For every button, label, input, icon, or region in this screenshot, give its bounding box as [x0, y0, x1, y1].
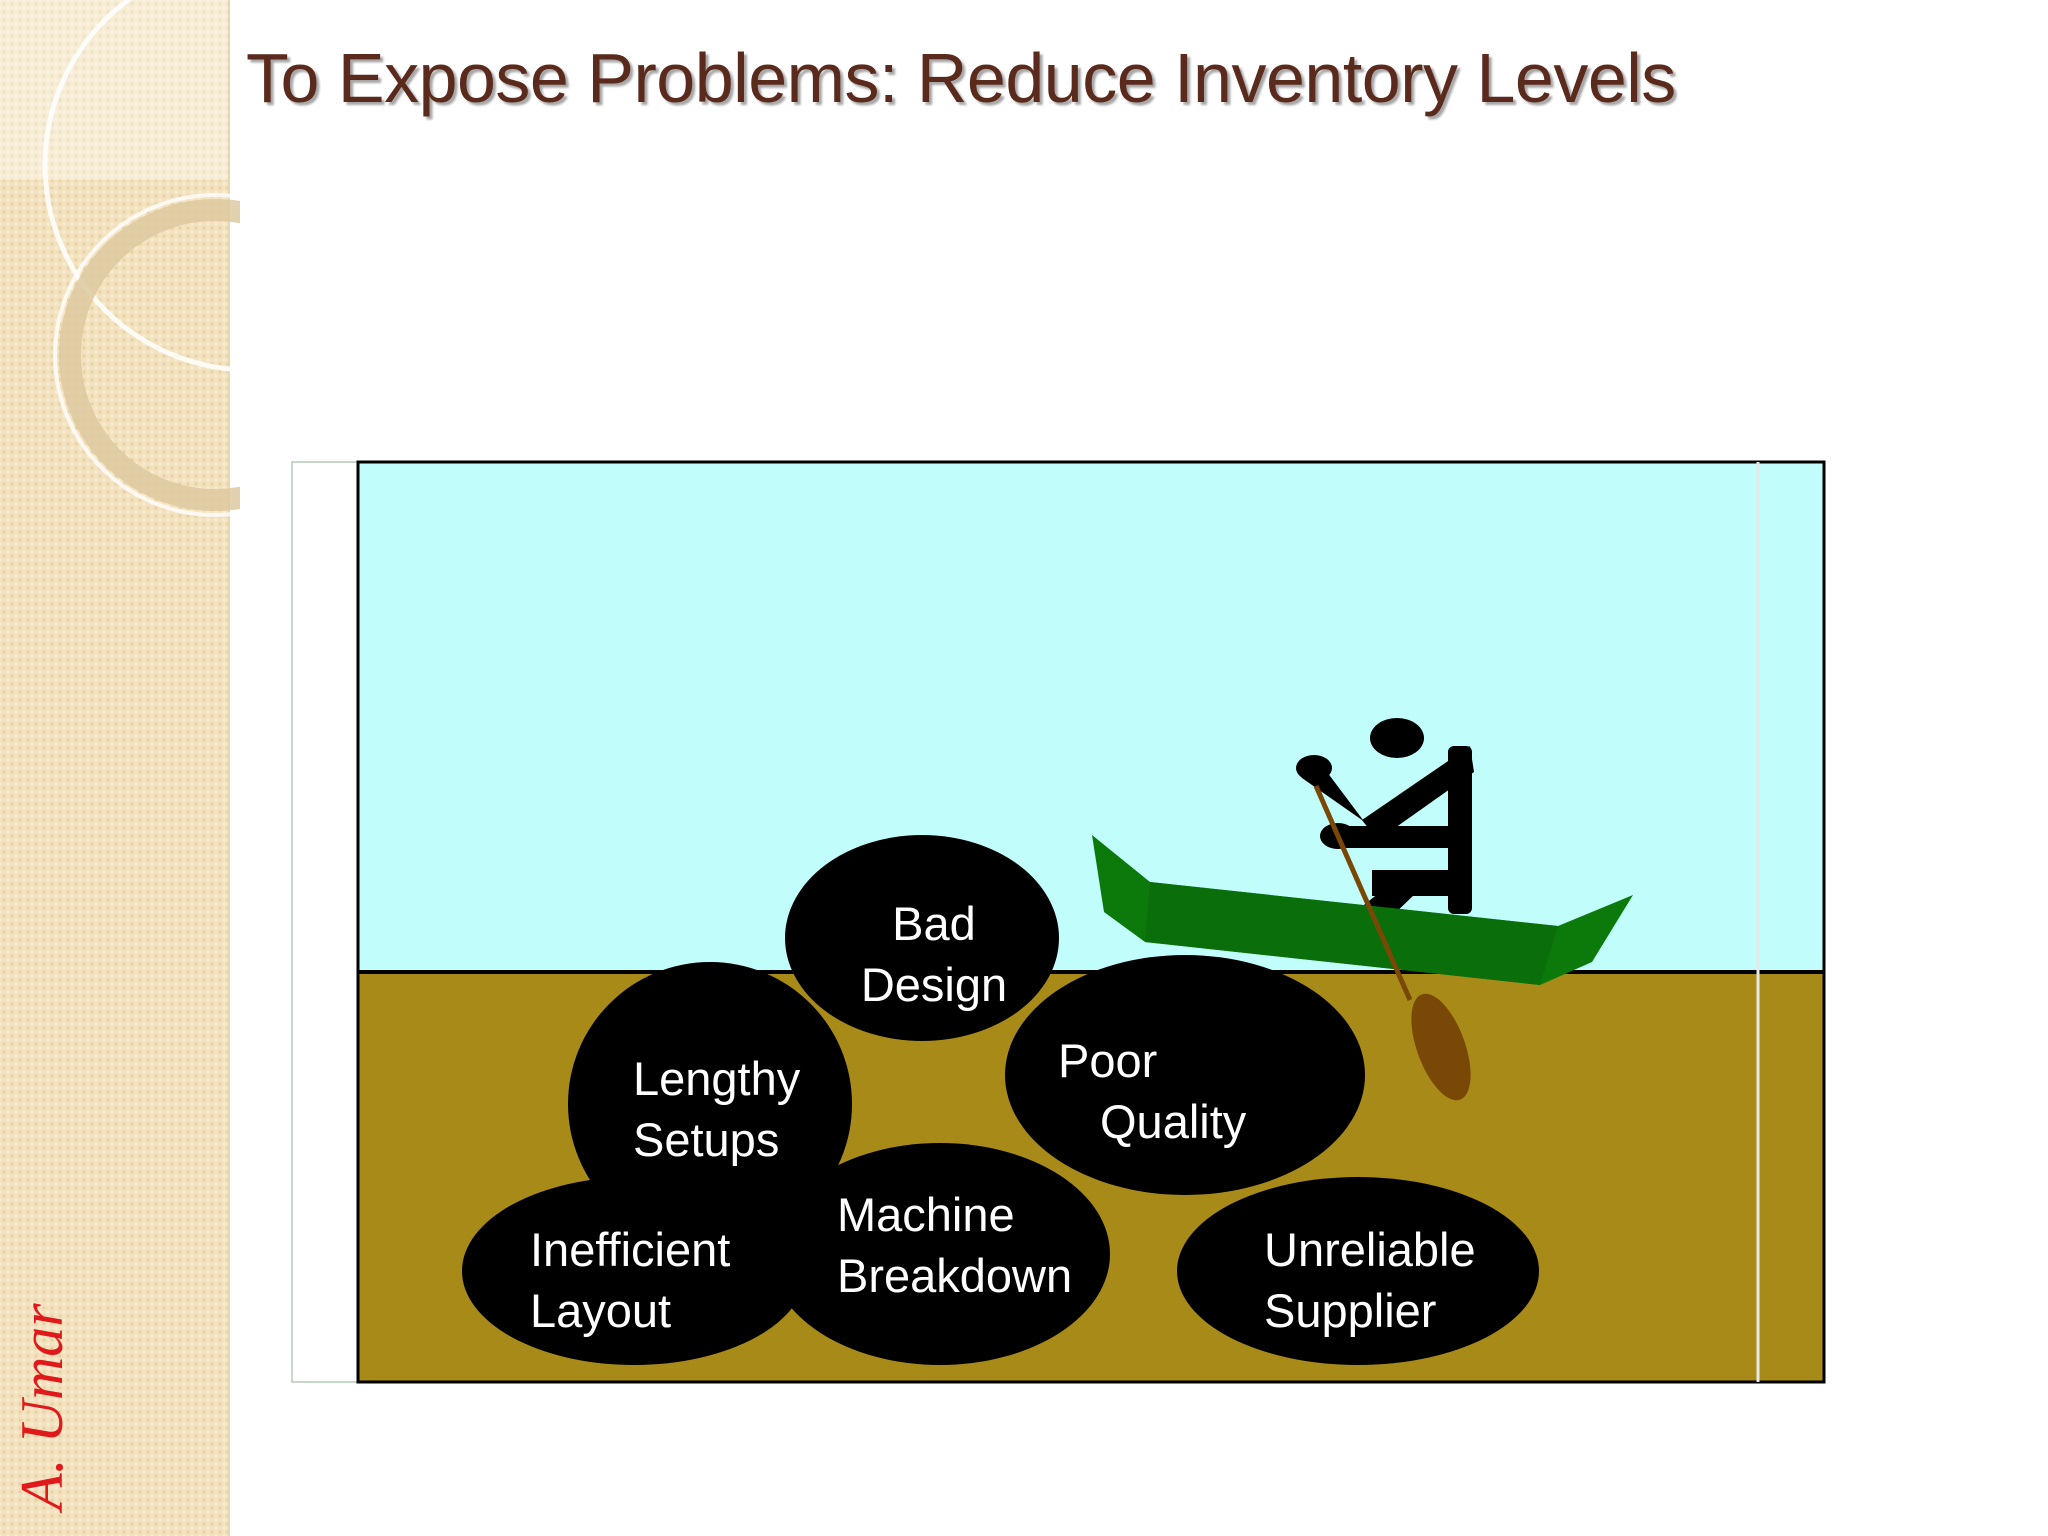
rower-upper-arm: [1362, 746, 1474, 840]
rock-label-line: Design: [861, 958, 1007, 1011]
rock-label-line: Bad: [892, 897, 976, 950]
rock-poor-quality: [1005, 955, 1365, 1195]
inner-ring-outline: [53, 193, 240, 517]
canoe-hull-shade: [1145, 882, 1558, 985]
diagram-frame: [356, 460, 1826, 1384]
rock-lengthy-setups: [568, 962, 852, 1246]
rower-head: [1370, 718, 1424, 758]
paddle-shaft: [1313, 784, 1413, 1002]
rock-inefficient-layout: [462, 1177, 806, 1365]
rock-label-line: Lengthy: [633, 1052, 801, 1105]
rock-label-line: Supplier: [1264, 1284, 1436, 1337]
side-band-highlight: [0, 0, 228, 180]
rower-hand-upper: [1296, 755, 1332, 781]
rower-figure: [1296, 718, 1474, 916]
slide-title: To Expose Problems: Reduce Inventory Lev…: [246, 39, 1676, 117]
decorative-rings: [42, 0, 240, 517]
rock-label-line: Quality: [1100, 1095, 1247, 1148]
rock-label-line: Layout: [530, 1284, 671, 1337]
rock-machine-breakdown: [770, 1143, 1110, 1365]
rock-label-line: Setups: [633, 1113, 779, 1166]
rock-label-line: Machine: [837, 1188, 1015, 1241]
rock-label-line: Poor: [1058, 1034, 1157, 1087]
paddle-blade: [1411, 993, 1471, 1101]
rock-label-line: Breakdown: [837, 1249, 1072, 1302]
rower-lower-arm: [1338, 826, 1450, 848]
large-ring: [42, 0, 240, 373]
rock-bad-design: [785, 835, 1059, 1041]
rock-label-line: Inefficient: [530, 1223, 730, 1276]
small-ring: [59, 199, 240, 511]
rock-unreliable-supplier: [1177, 1177, 1539, 1365]
rock-label-line: Unreliable: [1264, 1223, 1476, 1276]
rower-leg: [1350, 870, 1440, 916]
water-level: [358, 462, 1824, 972]
